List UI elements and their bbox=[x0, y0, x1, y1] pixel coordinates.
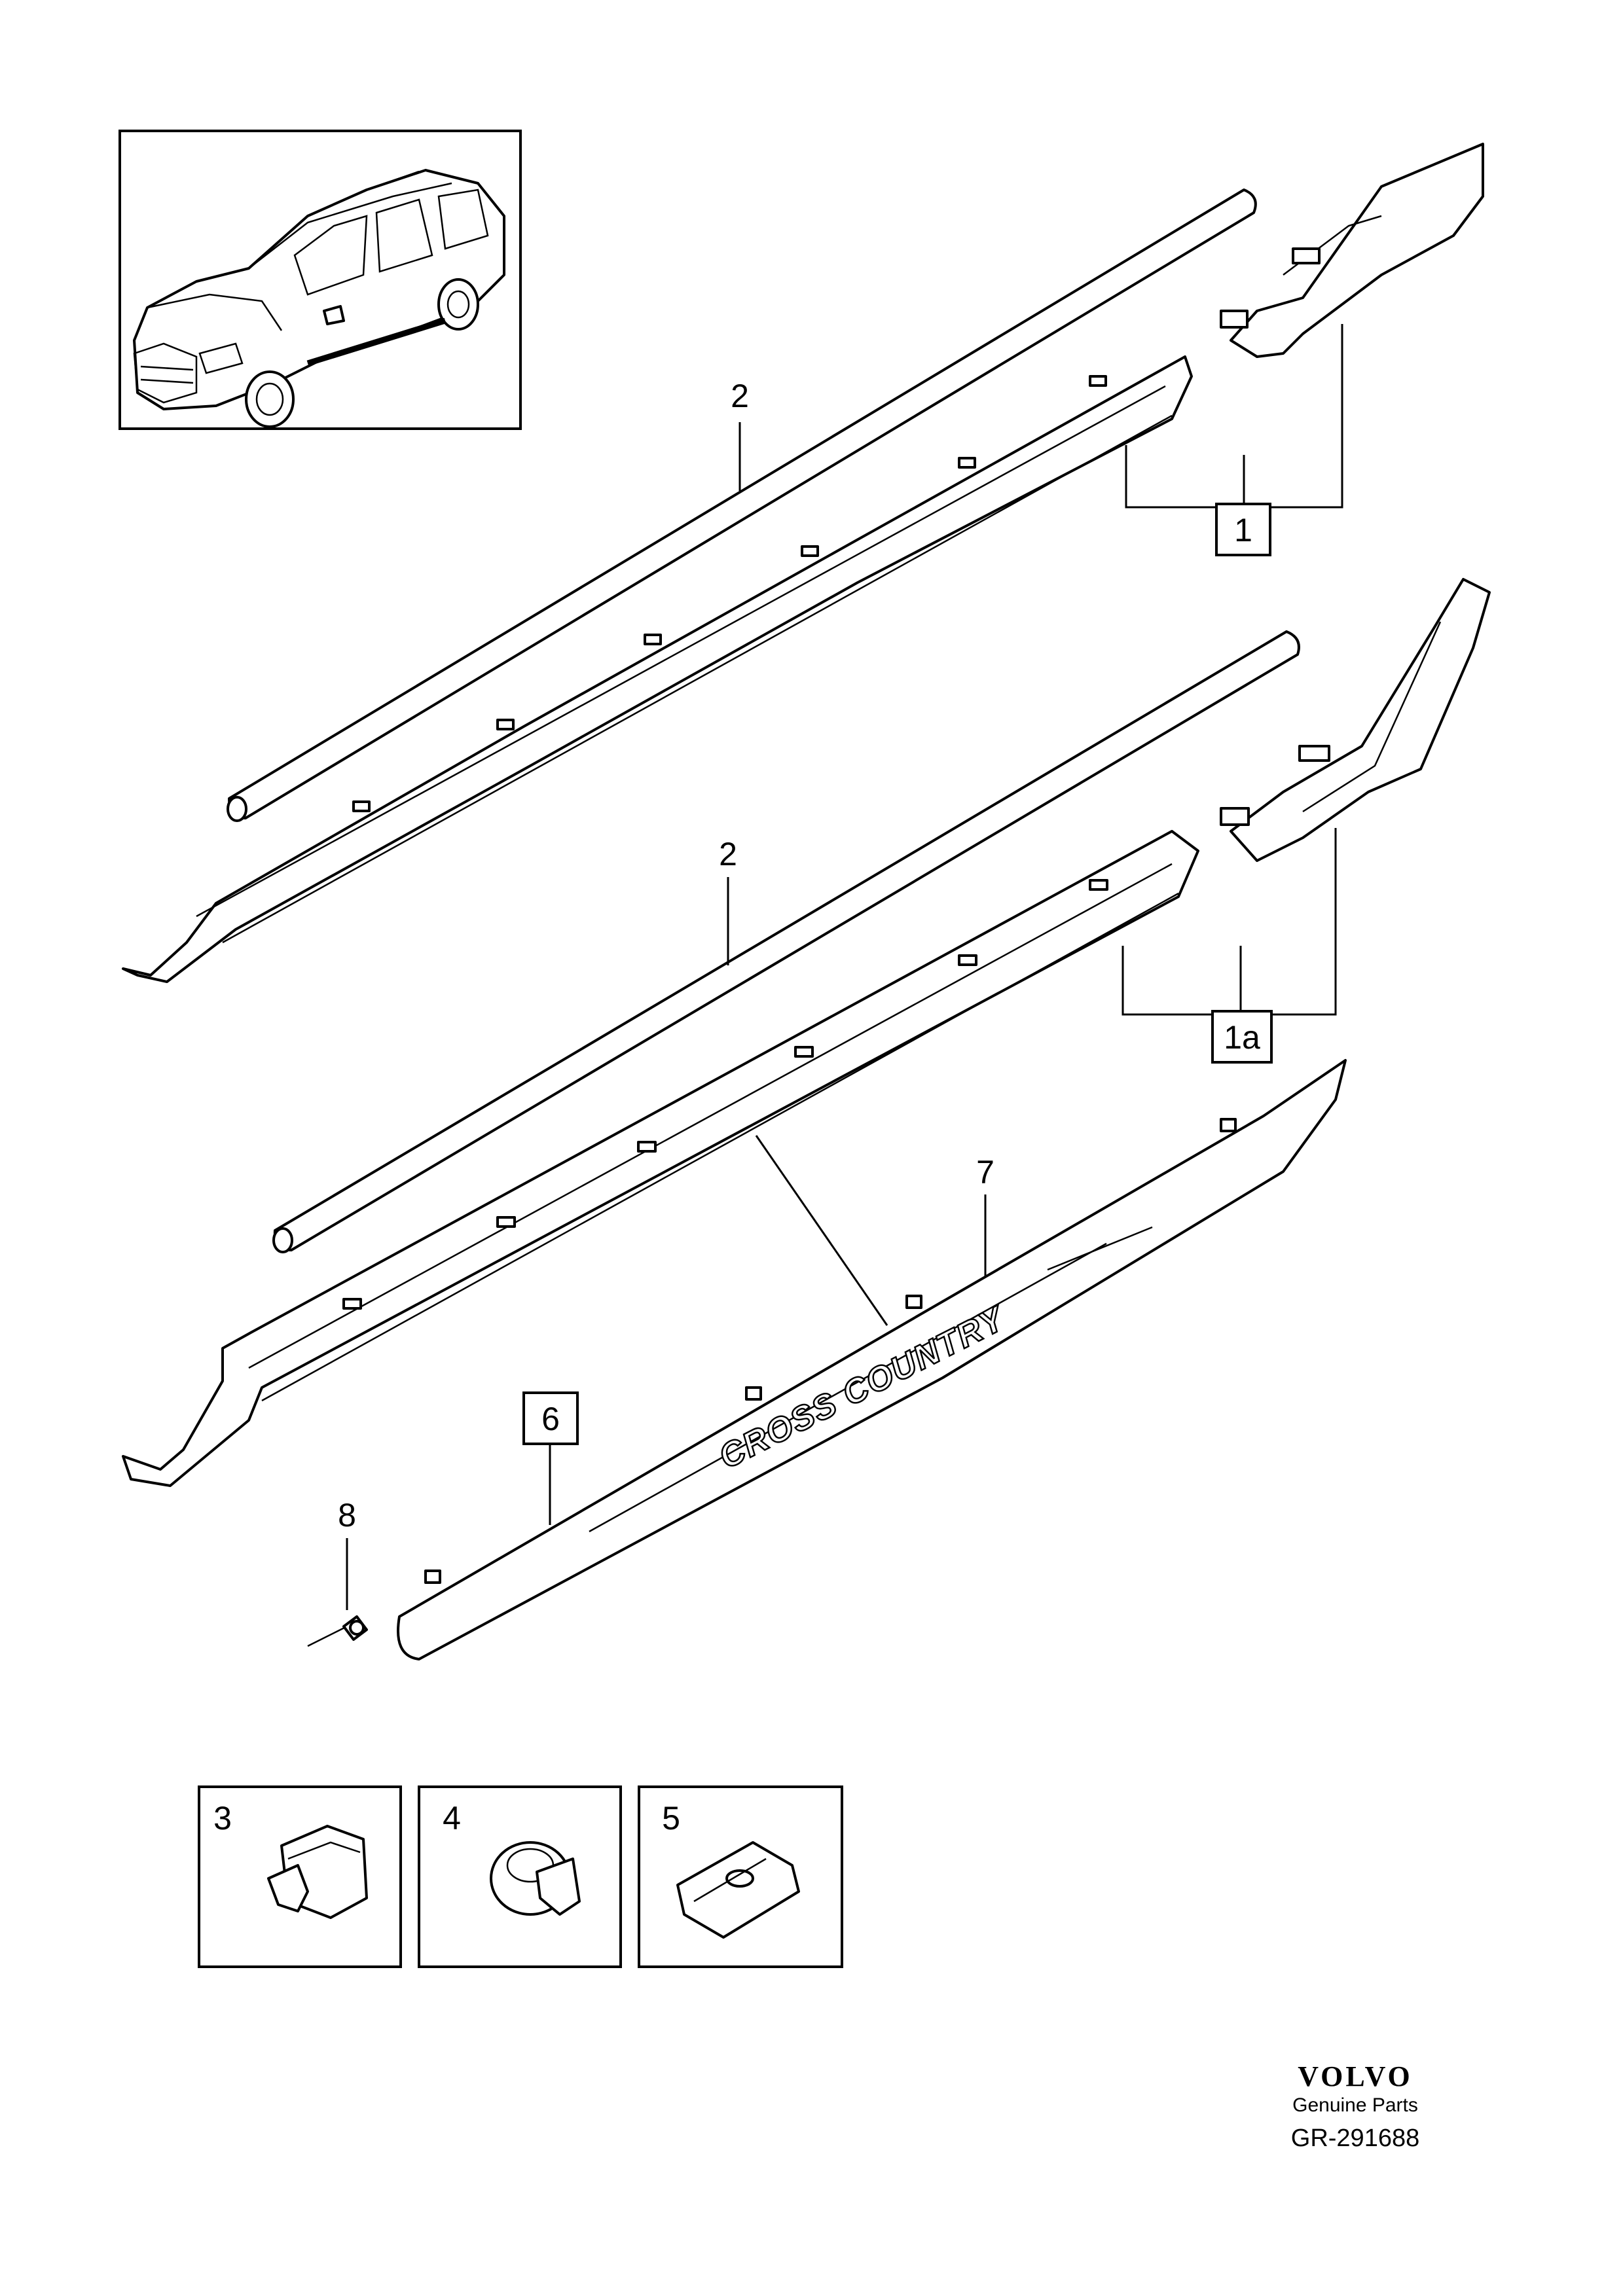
diagram-code: GR-291688 bbox=[1290, 2125, 1420, 2152]
callout-5: 5 bbox=[662, 1800, 680, 1837]
sill-clip bbox=[637, 1141, 657, 1153]
sill-clip bbox=[958, 457, 976, 469]
callout-2-upper: 2 bbox=[731, 378, 749, 414]
svg-text:1: 1 bbox=[1234, 512, 1252, 548]
callout-1: 1 bbox=[1215, 503, 1271, 556]
spring-nut-icon bbox=[676, 1841, 800, 1939]
callout-2-lower: 2 bbox=[719, 836, 737, 872]
callout-6: 6 bbox=[522, 1391, 579, 1445]
callout-3: 3 bbox=[213, 1800, 232, 1837]
svg-text:6: 6 bbox=[541, 1401, 560, 1437]
moulding-strip-lower bbox=[272, 630, 1300, 1253]
sill-clip bbox=[342, 1298, 362, 1310]
sill-cover-assembly-1 bbox=[122, 143, 1484, 983]
sill-clip bbox=[496, 1216, 516, 1228]
sill-cover-assembly-1a bbox=[122, 578, 1491, 1487]
vehicle-overview bbox=[119, 130, 522, 430]
callout-8: 8 bbox=[338, 1497, 356, 1534]
callout-4: 4 bbox=[443, 1800, 461, 1837]
moulding-strip-upper bbox=[227, 188, 1257, 822]
sill-clip bbox=[801, 545, 819, 557]
sill-clip bbox=[794, 1046, 814, 1058]
leader-6-to-sill bbox=[755, 1135, 888, 1326]
part-box-4: 4 bbox=[418, 1785, 622, 1968]
sill-clip bbox=[1089, 879, 1108, 891]
part-box-3: 3 bbox=[198, 1785, 402, 1968]
svg-text:1a: 1a bbox=[1224, 1019, 1260, 1056]
push-clip-icon bbox=[267, 1825, 368, 1919]
car-illustration bbox=[133, 169, 505, 428]
sill-clip bbox=[958, 954, 977, 966]
volvo-logo: VOLVO bbox=[1298, 2060, 1413, 2092]
clip-8 bbox=[307, 1615, 368, 1647]
expansion-clip-icon bbox=[490, 1841, 581, 1916]
sill-clip bbox=[352, 800, 371, 812]
cross-country-trim-panel: CROSS COUNTRY bbox=[397, 1059, 1347, 1660]
part-box-5: 5 bbox=[638, 1785, 843, 1968]
sill-clip bbox=[496, 719, 515, 730]
sill-clip bbox=[1089, 375, 1107, 387]
callout-1a: 1a bbox=[1211, 1010, 1273, 1064]
callout-7: 7 bbox=[976, 1154, 994, 1191]
sill-clip bbox=[644, 634, 662, 645]
brand-subtitle: Genuine Parts bbox=[1292, 2094, 1418, 2116]
